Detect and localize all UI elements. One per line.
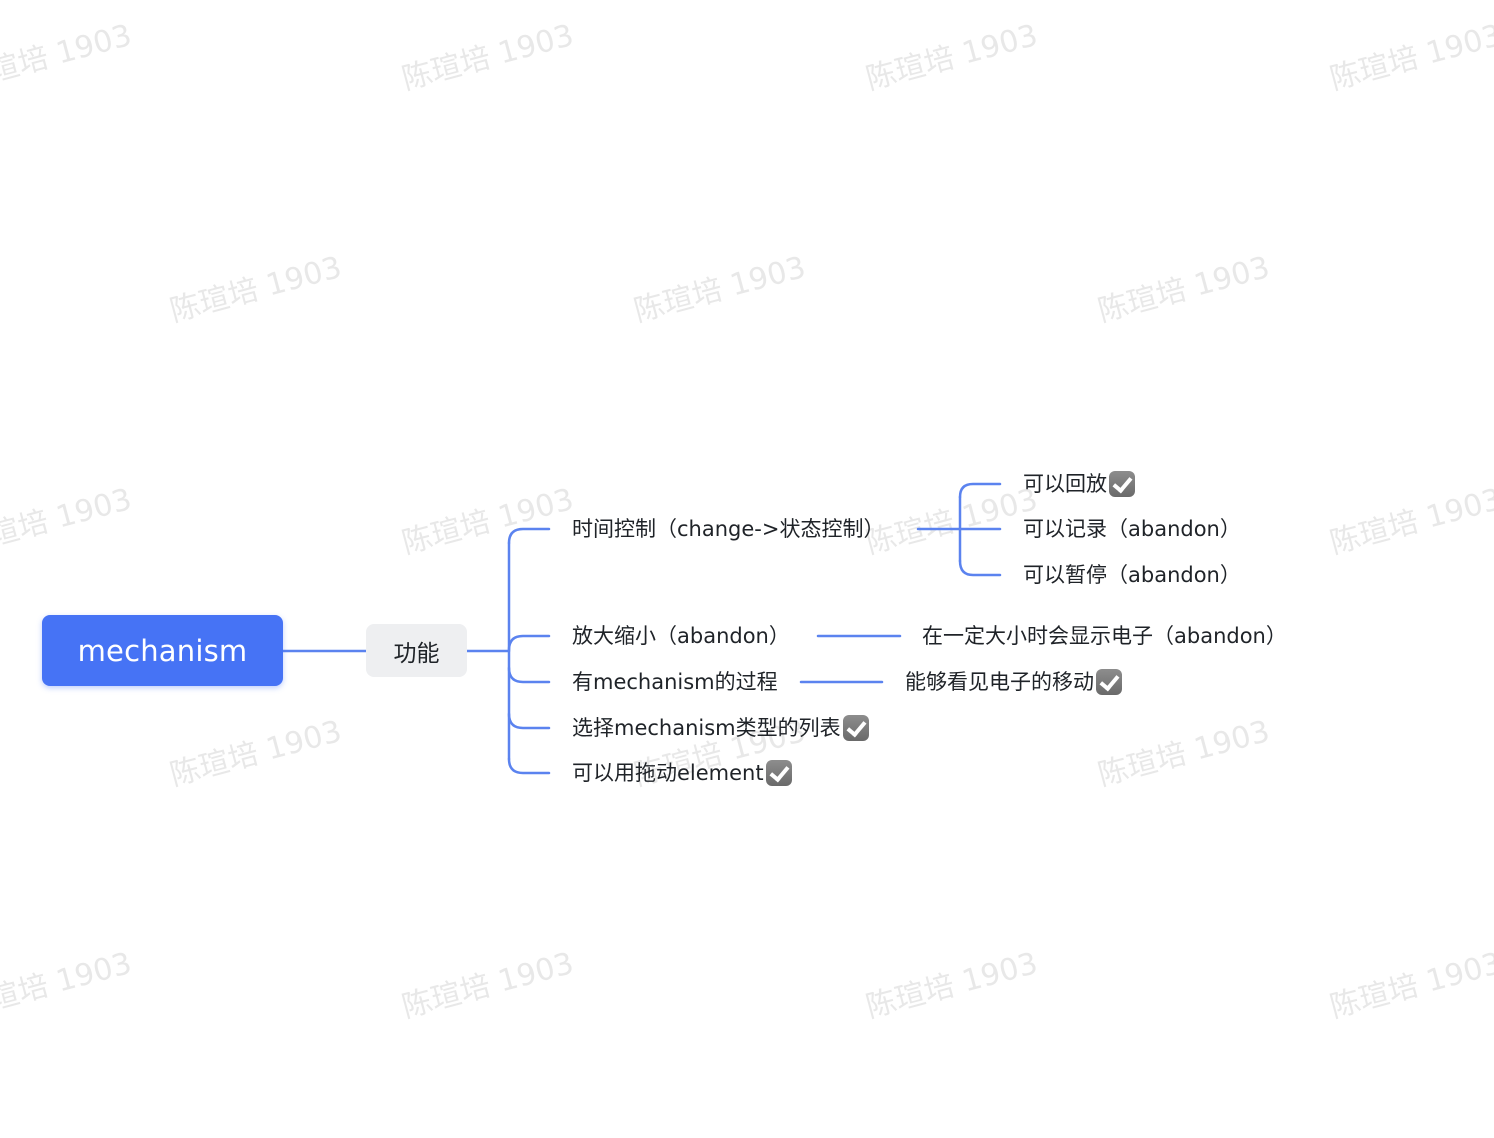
topic-label: 可以用拖动element <box>572 761 764 785</box>
topic-label: 放大缩小（abandon） <box>572 624 790 648</box>
connector-topic-4 <box>507 712 551 730</box>
checkbox-checked-icon <box>842 715 869 741</box>
subtopic-replay[interactable]: 可以回放 <box>1023 470 1135 498</box>
topic-time-control[interactable]: 时间控制（change->状态控制） <box>572 515 884 543</box>
topic-mechanism-type-list[interactable]: 选择mechanism类型的列表 <box>572 714 869 742</box>
subtopic-pause[interactable]: 可以暂停（abandon） <box>1023 561 1241 589</box>
connector-sub-3 <box>958 559 1002 577</box>
subtopic-label: 在一定大小时会显示电子（abandon） <box>922 624 1287 648</box>
subtopic-record[interactable]: 可以记录（abandon） <box>1023 515 1241 543</box>
topic-label: 时间控制（change->状态控制） <box>572 517 885 541</box>
subtopic-label: 可以暂停（abandon） <box>1023 563 1241 587</box>
root-node[interactable]: mechanism <box>42 615 283 686</box>
connector-topic-2 <box>507 634 551 652</box>
subtopic-show-electrons[interactable]: 在一定大小时会显示电子（abandon） <box>922 622 1287 650</box>
subtopic-label: 能够看见电子的移动 <box>905 670 1094 694</box>
subtopic-electron-movement[interactable]: 能够看见电子的移动 <box>905 668 1122 696</box>
subtopic-label: 可以记录（abandon） <box>1023 517 1241 541</box>
connector-sub-1 <box>958 482 1002 499</box>
branch-node-label: 功能 <box>393 640 440 667</box>
checkbox-checked-icon <box>765 760 792 786</box>
subtopic-label: 可以回放 <box>1023 472 1107 496</box>
topic-mechanism-process[interactable]: 有mechanism的过程 <box>572 668 778 696</box>
connector-topic-3 <box>507 666 551 684</box>
checkbox-checked-icon <box>1096 669 1122 695</box>
connector-topic-5 <box>507 757 551 775</box>
topic-label: 选择mechanism类型的列表 <box>572 716 841 740</box>
topic-drag-element[interactable]: 可以用拖动element <box>572 759 792 787</box>
root-node-label: mechanism <box>77 633 248 668</box>
topic-zoom[interactable]: 放大缩小（abandon） <box>572 622 790 650</box>
connector-topic-1 <box>507 527 551 545</box>
topic-label: 有mechanism的过程 <box>572 670 778 694</box>
branch-node-functions[interactable]: 功能 <box>366 624 467 677</box>
checkbox-checked-icon <box>1109 471 1135 497</box>
